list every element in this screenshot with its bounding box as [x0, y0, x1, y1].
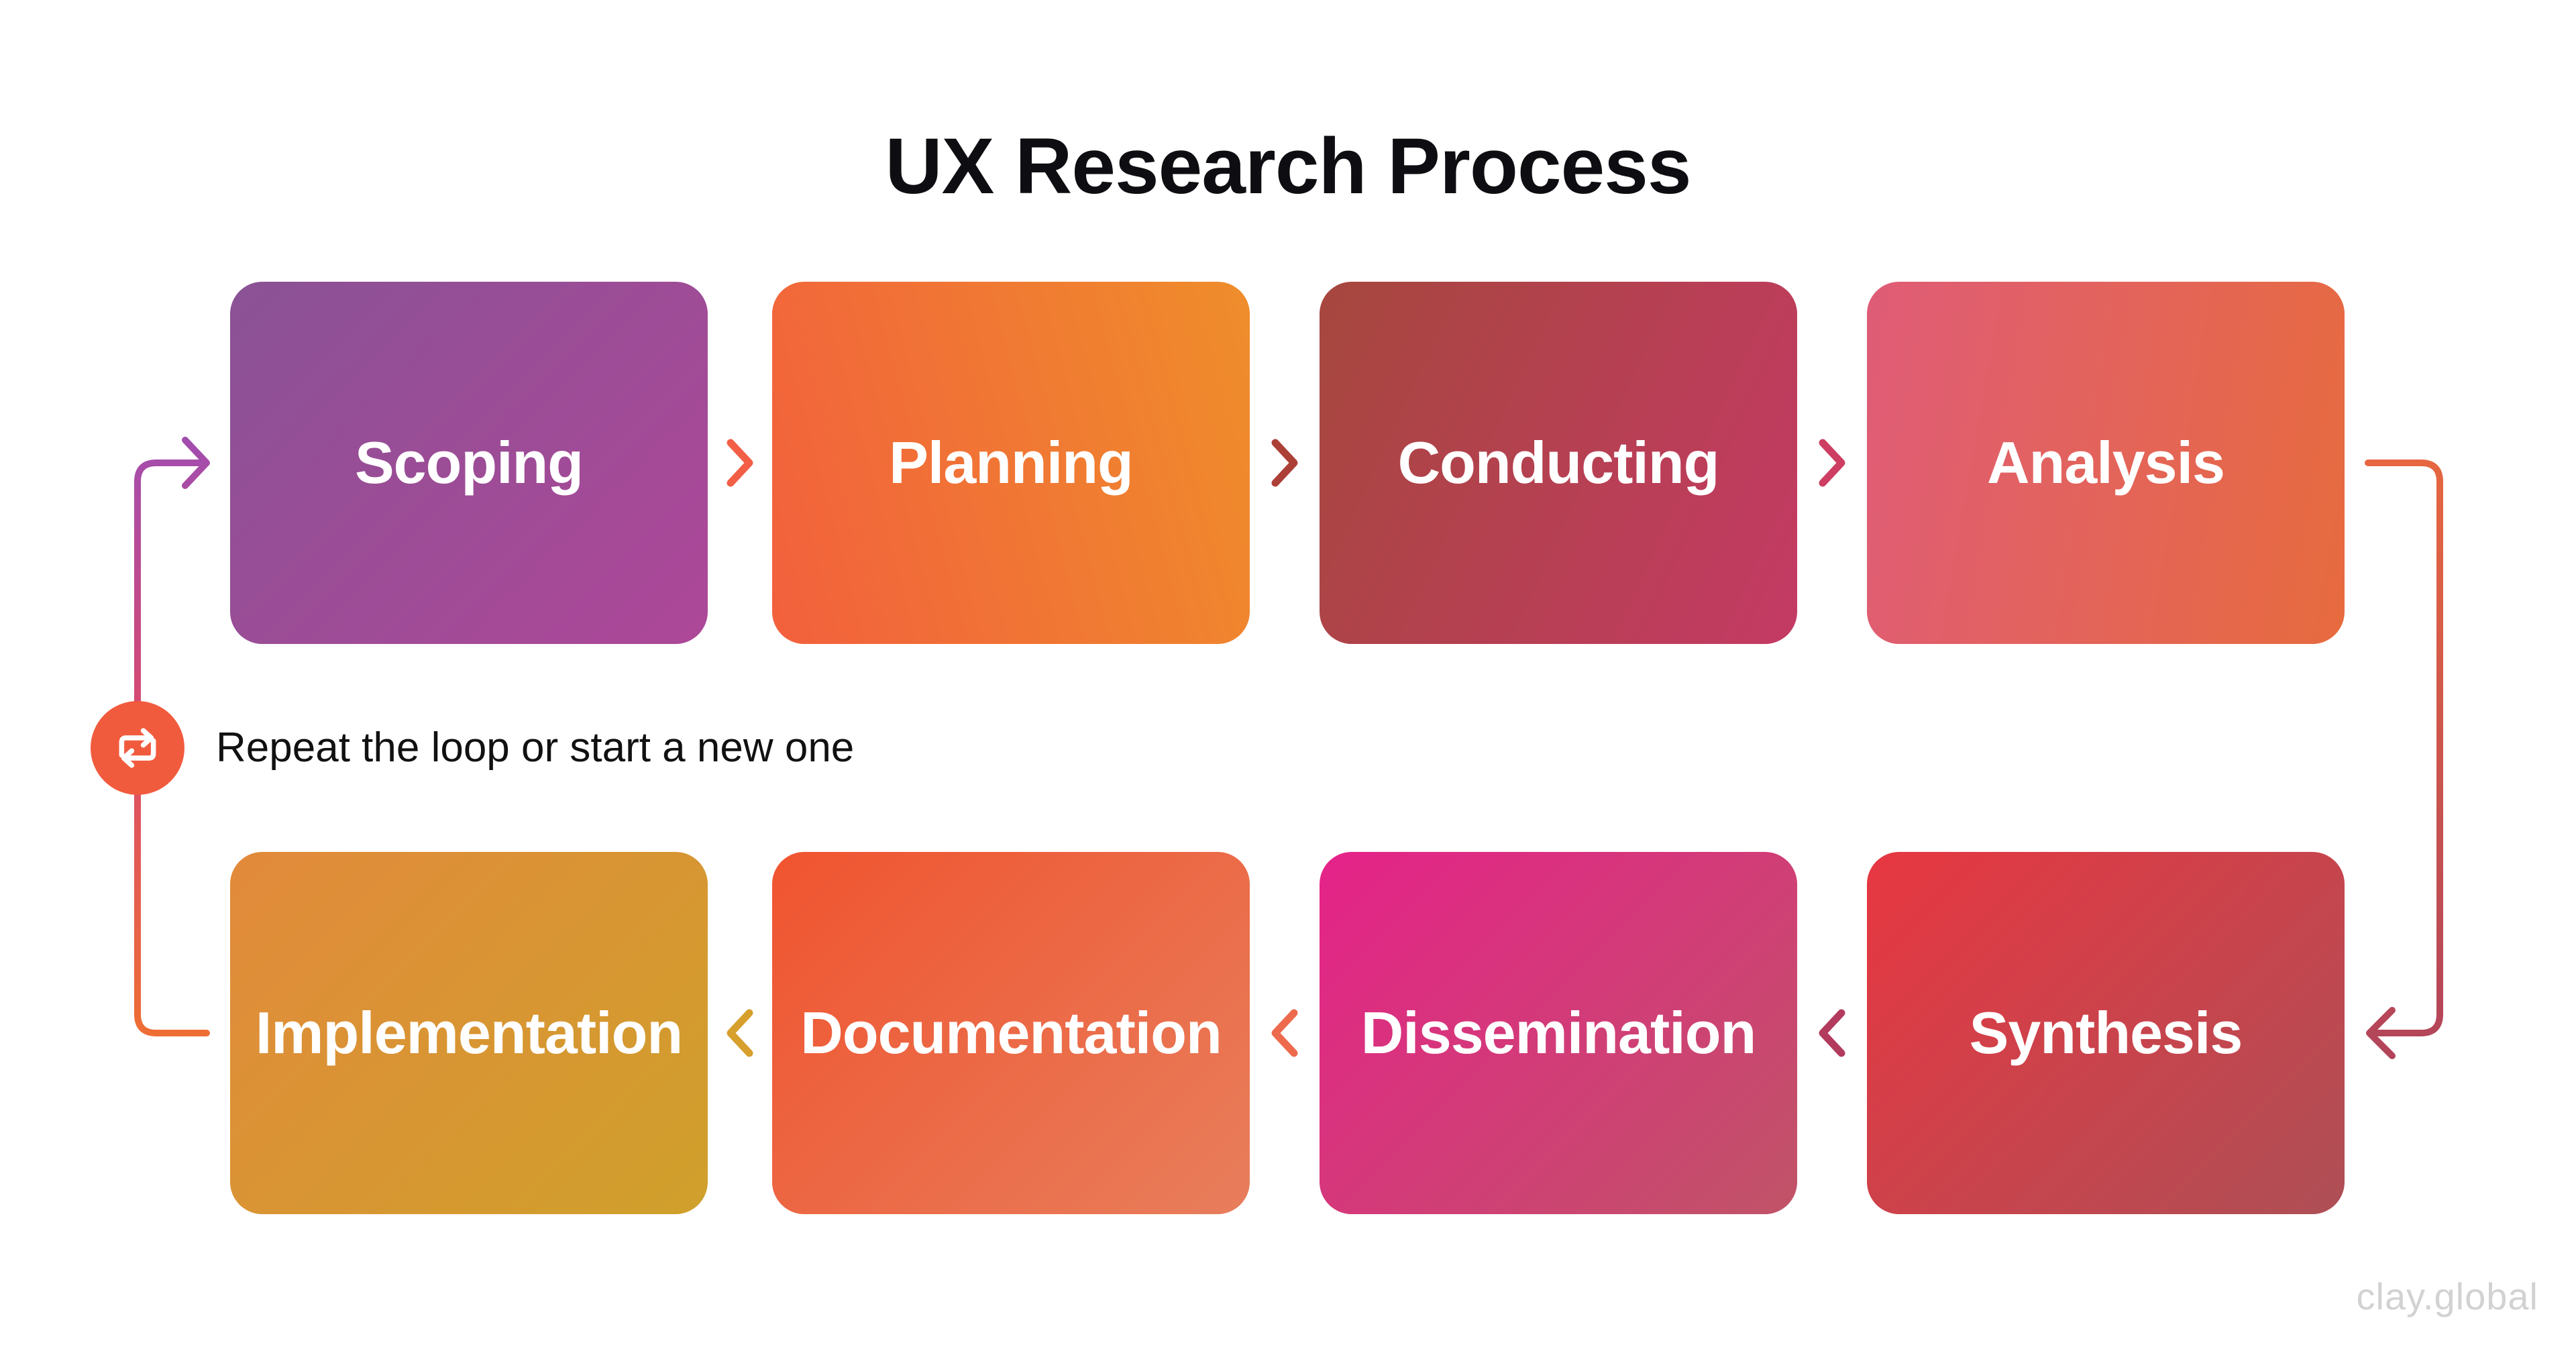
loop-line-right [2365, 460, 2443, 1036]
arrowhead-left-icon [2366, 1007, 2396, 1059]
step-box-synthesis: Synthesis [1867, 852, 2345, 1214]
chevron-right-icon [727, 439, 753, 487]
step-box-dissemination: Dissemination [1320, 852, 1797, 1214]
step-label: Planning [889, 429, 1134, 496]
step-box-planning: Planning [772, 282, 1250, 644]
step-label: Conducting [1397, 429, 1720, 496]
chevron-right-icon [1819, 439, 1845, 487]
step-box-conducting: Conducting [1320, 282, 1797, 644]
loop-connector-right [2365, 460, 2443, 1059]
chevron-left-icon [727, 1009, 753, 1057]
step-label: Analysis [1987, 429, 2225, 496]
step-label: Documentation [800, 999, 1222, 1066]
loop-note: Repeat the loop or start a new one [216, 724, 855, 771]
step-label: Synthesis [1969, 999, 2243, 1066]
arrowhead-right-icon [182, 437, 210, 489]
chevron-left-icon [1819, 1009, 1845, 1057]
repeat-badge [91, 701, 184, 795]
step-label: Implementation [255, 999, 683, 1066]
step-box-documentation: Documentation [772, 852, 1250, 1214]
chevron-right-icon [1271, 439, 1298, 487]
step-box-analysis: Analysis [1867, 282, 2345, 644]
step-box-implementation: Implementation [230, 852, 708, 1214]
repeat-icon [119, 728, 156, 768]
step-box-scoping: Scoping [230, 282, 708, 644]
page-title: UX Research Process [885, 122, 1691, 211]
chevron-left-icon [1271, 1009, 1298, 1057]
step-label: Scoping [354, 429, 584, 496]
watermark: clay.global [2356, 1275, 2538, 1317]
step-label: Dissemination [1360, 999, 1756, 1066]
